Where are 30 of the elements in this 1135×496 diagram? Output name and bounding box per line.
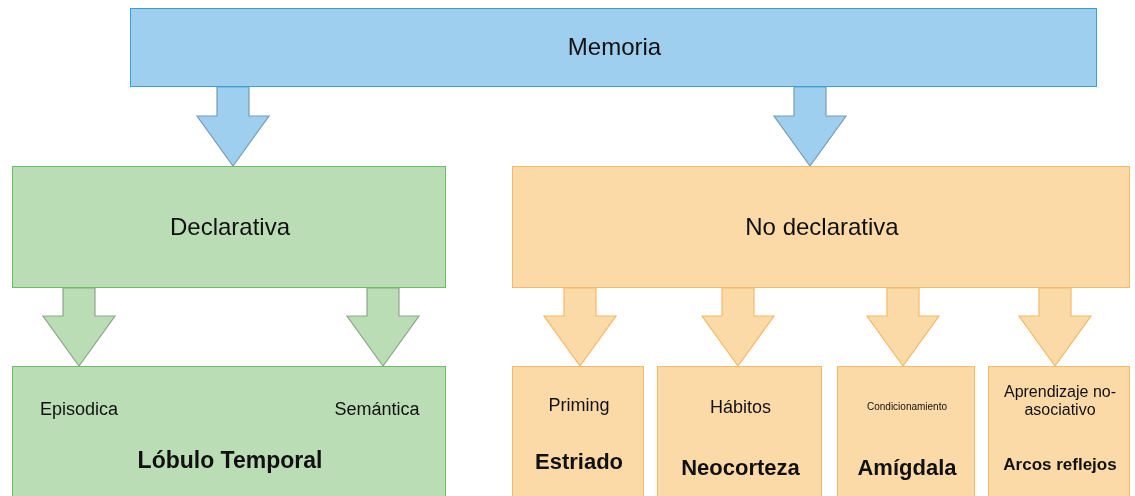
category-box <box>988 366 1130 496</box>
block-arrow <box>865 287 941 368</box>
category-label: Declarativa <box>168 213 291 241</box>
category-box <box>12 366 446 496</box>
category-label: Semántica <box>333 399 421 420</box>
category-label: Priming <box>547 395 611 416</box>
category-label: Hábitos <box>709 397 772 418</box>
category-label: No declarativa <box>744 213 900 241</box>
category-box <box>130 8 1097 87</box>
block-arrow <box>1017 287 1093 368</box>
category-box <box>12 166 446 288</box>
block-arrow <box>195 86 271 168</box>
category-box <box>837 366 975 496</box>
brain-region-label: Estriado <box>534 449 624 475</box>
category-label: Condicionamiento <box>865 401 949 413</box>
category-label: Memoria <box>566 33 663 61</box>
block-arrow <box>345 287 421 368</box>
block-arrow <box>772 86 848 168</box>
category-box <box>512 366 644 496</box>
block-arrow <box>41 287 117 368</box>
category-box <box>657 366 822 496</box>
brain-region-label: Amígdala <box>856 455 958 481</box>
block-arrow <box>700 287 776 368</box>
category-label: Episodica <box>38 399 119 420</box>
category-box <box>512 166 1130 288</box>
brain-region-label: Neocorteza <box>680 455 801 481</box>
category-label: Aprendizaje no-asociativo <box>1002 383 1118 420</box>
block-arrow <box>542 287 618 368</box>
brain-region-label: Arcos reflejos <box>1002 455 1118 475</box>
brain-region-label: Lóbulo Temporal <box>136 447 324 474</box>
